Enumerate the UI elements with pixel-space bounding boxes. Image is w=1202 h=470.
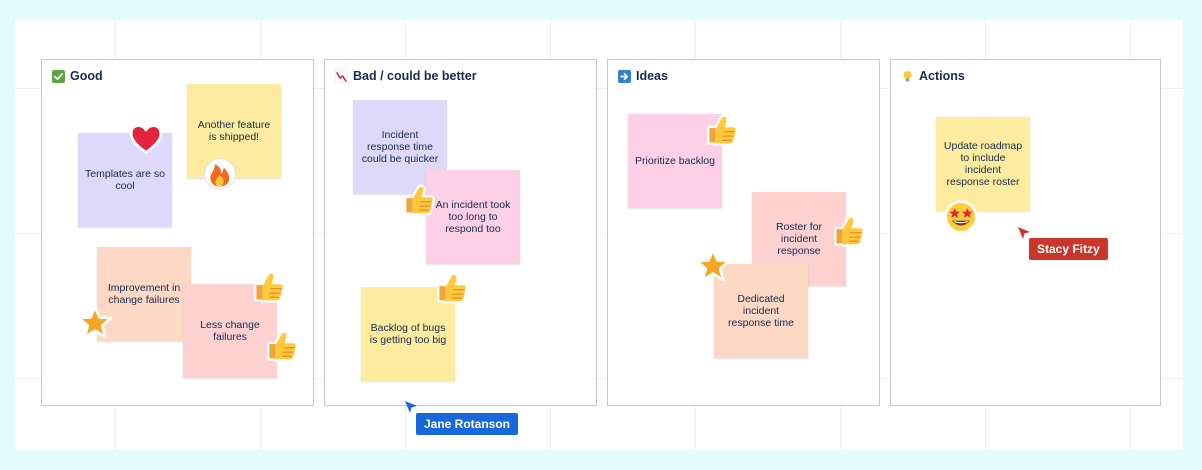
sticky-note[interactable]: Templates are so cool [78, 133, 172, 227]
cursor-pointer-icon [405, 401, 417, 413]
star-struck-face-icon[interactable] [943, 199, 979, 235]
arrow-right-box-icon [618, 69, 631, 83]
column-header: Actions [901, 69, 965, 83]
sticky-note[interactable]: Incident response time could be quicker [353, 100, 447, 194]
lightbulb-icon [903, 70, 912, 81]
column-title: Good [70, 69, 103, 83]
thumbs-up-icon[interactable] [264, 327, 300, 363]
chart-down-icon [335, 69, 348, 83]
column-title: Ideas [636, 69, 668, 83]
column-header: Ideas [618, 69, 668, 83]
thumbs-up-icon[interactable] [831, 212, 867, 248]
fire-icon[interactable] [202, 156, 238, 192]
heart-icon[interactable] [128, 120, 164, 156]
sticky-note[interactable]: Another feature is shipped! [187, 84, 281, 178]
check-box-icon [52, 69, 65, 83]
sticky-note[interactable]: Update roadmap to include incident respo… [936, 117, 1030, 211]
sticky-note[interactable]: An incident took too long to respond too [426, 170, 520, 264]
cursor-pointer-icon [1018, 227, 1030, 239]
thumbs-up-icon[interactable] [251, 268, 287, 304]
column-header: Good [52, 69, 103, 83]
thumbs-up-icon[interactable] [401, 181, 437, 217]
star-icon[interactable] [77, 304, 113, 340]
column-header: Bad / could be better [335, 69, 477, 83]
sticky-note[interactable]: Improvement in change failures [97, 247, 191, 341]
thumbs-up-icon[interactable] [434, 269, 470, 305]
star-icon[interactable] [695, 247, 731, 283]
sticky-note[interactable]: Dedicated incident response time [714, 264, 808, 358]
collaborator-label: Jane Rotanson [416, 413, 519, 435]
thumbs-up-icon[interactable] [704, 111, 740, 147]
column-title: Bad / could be better [353, 69, 477, 83]
collaborator-label: Stacy Fitzy [1029, 238, 1108, 260]
column-title: Actions [919, 69, 965, 83]
sticky-note[interactable]: Prioritize backlog [628, 114, 722, 208]
